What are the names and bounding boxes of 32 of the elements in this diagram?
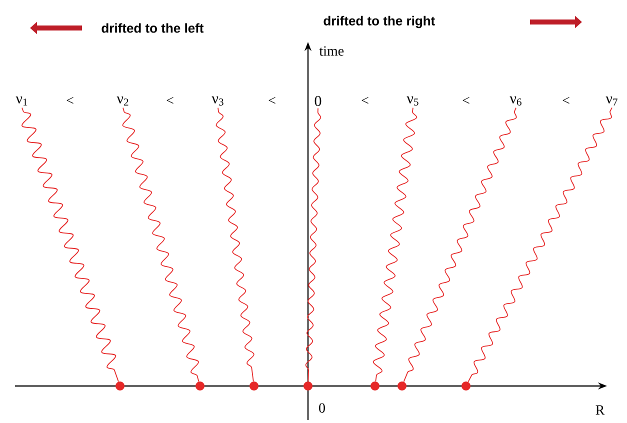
less-than-sign: < (268, 96, 276, 104)
wavy-line (305, 108, 322, 382)
axis-label: R (596, 405, 605, 415)
particle-dot (398, 382, 406, 390)
velocity-label: ν$_{2}$ (116, 96, 128, 106)
origin-label: 0 (319, 403, 325, 413)
wavy-line (122, 107, 200, 382)
wavy-line (21, 107, 119, 382)
velocity-label: ν$_{1}$ (16, 96, 28, 106)
less-than-sign: < (362, 96, 368, 104)
less-than-sign: < (166, 96, 174, 104)
particle-dot (370, 382, 380, 390)
particle-dot (116, 382, 124, 390)
velocity-label: ν$_{3}$ (212, 96, 224, 106)
velocity-label: 0 (314, 96, 322, 106)
velocity-label: ν$_{6}$ (510, 96, 522, 106)
less-than-sign: < (462, 96, 470, 104)
heading-label: drifted to the right (324, 16, 435, 28)
less-than-sign: < (562, 96, 570, 104)
velocity-label: ν$_{5}$ (406, 96, 418, 106)
particle-dot (304, 382, 312, 390)
wavy-line (403, 107, 517, 382)
axis-label: time (319, 46, 344, 56)
particle-dot (462, 382, 470, 390)
wavy-line (468, 107, 612, 382)
heading-label: drifted to the left (102, 23, 204, 33)
particle-dot (250, 382, 258, 390)
particle-dot (196, 382, 204, 390)
less-than-sign: < (66, 96, 74, 104)
velocity-label: ν$_{7}$ (606, 96, 618, 106)
wavy-line (372, 107, 418, 382)
wavy-line (216, 107, 254, 382)
